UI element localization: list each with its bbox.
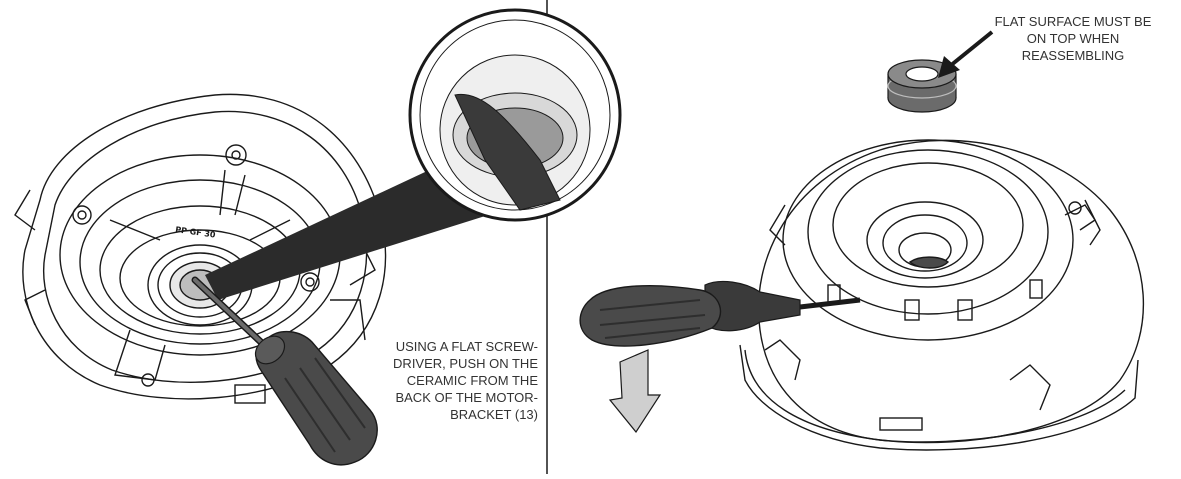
right-instruction-line: REASSEMBLING bbox=[1021, 48, 1125, 63]
ceramic-seal bbox=[887, 59, 957, 113]
flat-surface-arrow bbox=[938, 30, 994, 78]
left-instruction-line: CERAMIC FROM THE bbox=[406, 373, 538, 388]
right-instruction-caption: FLAT SURFACE MUST BE ON TOP WHEN REASSEM… bbox=[968, 13, 1178, 64]
left-instruction-caption: USING A FLAT SCREW- DRIVER, PUSH ON THE … bbox=[360, 338, 538, 423]
magnifier-connector bbox=[205, 165, 520, 300]
right-panel bbox=[579, 30, 1145, 451]
right-instruction-line: FLAT SURFACE MUST BE bbox=[994, 14, 1152, 29]
motor-bracket-back-view bbox=[739, 139, 1145, 451]
screwdriver-right bbox=[579, 280, 861, 347]
left-instruction-line: DRIVER, PUSH ON THE bbox=[393, 356, 538, 371]
left-panel: PP GF 30 bbox=[14, 8, 622, 466]
push-direction-arrow bbox=[608, 349, 662, 434]
left-instruction-line: BRACKET (13) bbox=[450, 407, 538, 422]
left-instruction-line: BACK OF THE MOTOR- bbox=[395, 390, 538, 405]
screwdriver-left bbox=[191, 276, 378, 466]
magnifier-detail bbox=[408, 8, 622, 222]
left-instruction-line: USING A FLAT SCREW- bbox=[395, 339, 538, 354]
right-instruction-line: ON TOP WHEN bbox=[1026, 31, 1120, 46]
